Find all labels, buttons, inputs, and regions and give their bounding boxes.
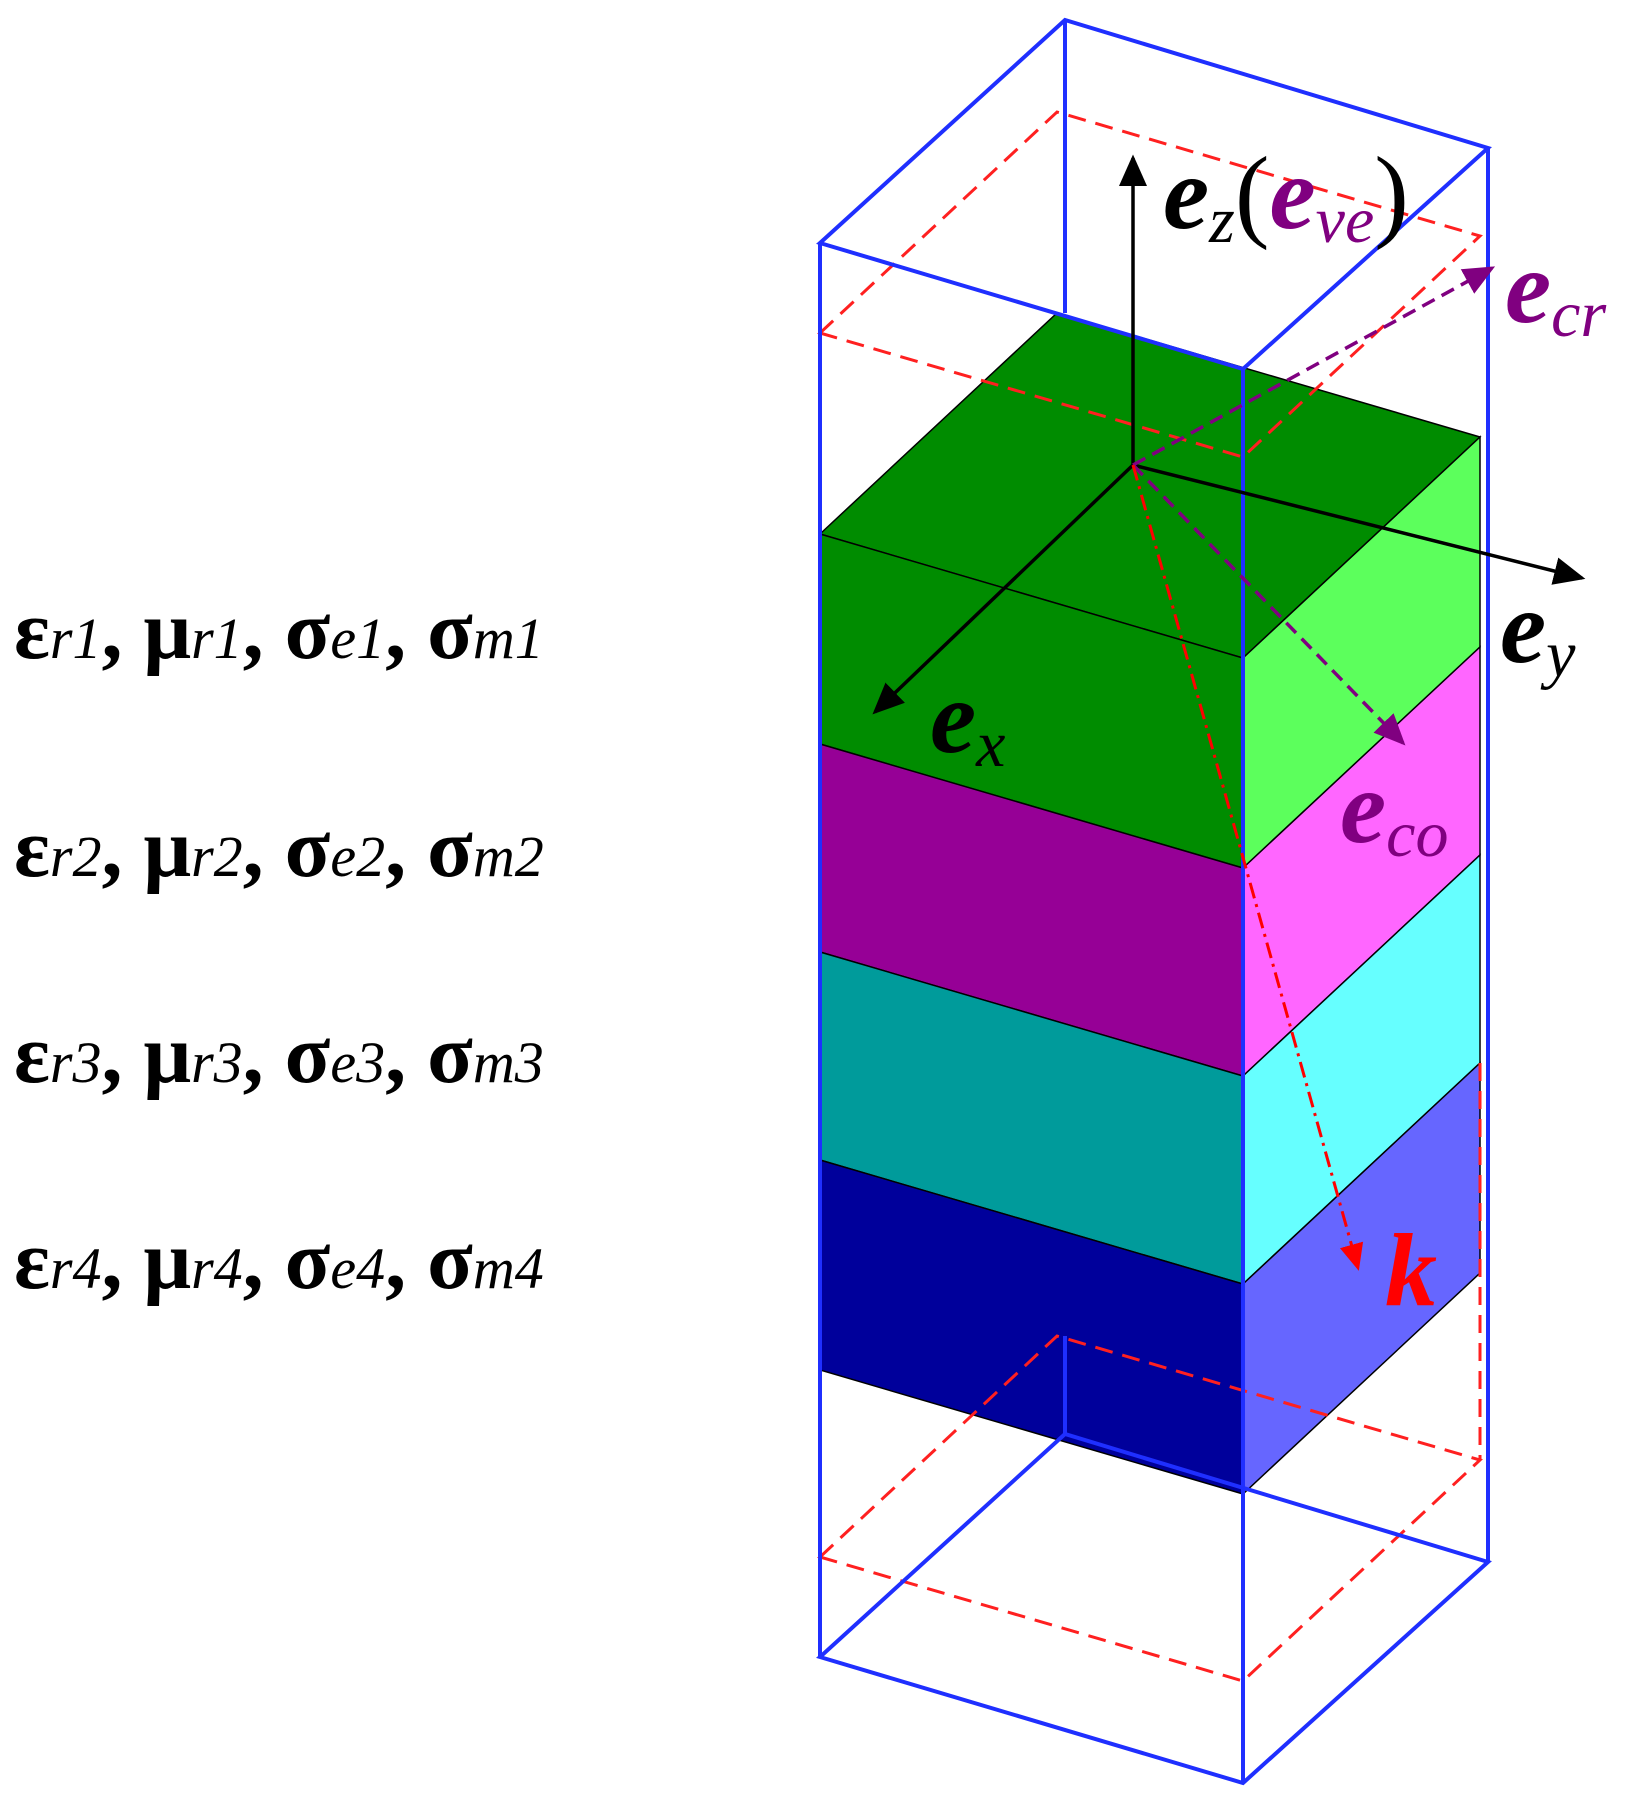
ez-label: ez(eve) [1163,136,1409,257]
ey-label: ey [1500,570,1576,691]
outer-box-wireframe [816,17,1492,1786]
layer3-params: εr3, μr3, σe3, σm3 [14,1008,544,1101]
layer1-params: εr1, μr1, σe1, σm1 [14,584,544,677]
ecr-arrow [1132,266,1496,467]
ecr-label: ecr [1505,230,1606,351]
layer4-params: εr4, μr4, σe4, σm4 [14,1214,544,1307]
k-wave-vector-arrow [1131,464,1364,1271]
ey-axis-arrow [1132,463,1586,585]
k-label: k [1385,1213,1437,1328]
layer2-params: εr2, μr2, σe2, σm2 [14,802,544,895]
ex-axis-arrow [872,463,1135,715]
ex-label: ex [930,660,1005,781]
eco-label: eco [1340,750,1448,871]
